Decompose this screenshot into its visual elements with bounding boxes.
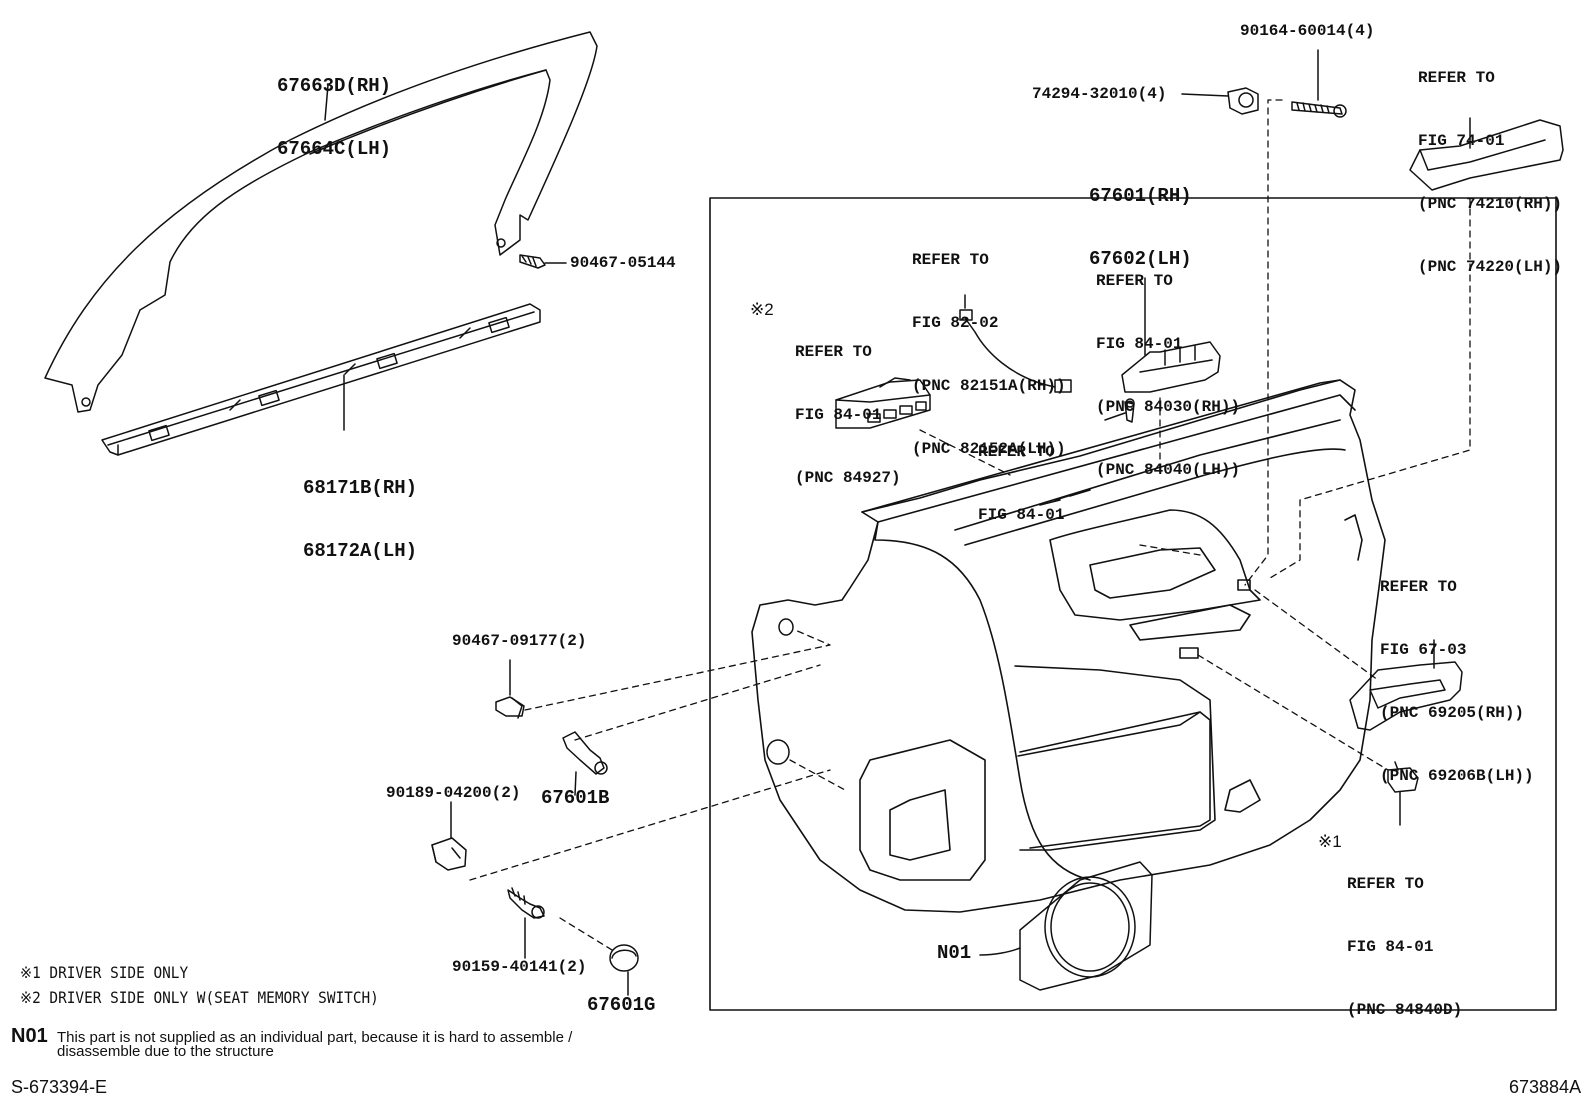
ref-fig-74-01: REFER TO FIG 74-01 (PNC 74210(RH)) (PNC … bbox=[1418, 26, 1562, 299]
ref-84927-line1: REFER TO bbox=[795, 343, 872, 361]
ref-84b-line1: REFER TO bbox=[978, 443, 1055, 461]
ref-74-line2: FIG 74-01 bbox=[1418, 132, 1505, 150]
label-n01: N01 bbox=[937, 942, 972, 964]
ref-fig-67-03: REFER TO FIG 67-03 (PNC 69205(RH)) (PNC … bbox=[1380, 535, 1534, 808]
label-90159-40141: 90159-40141(2) bbox=[452, 958, 587, 976]
inside-handle bbox=[1349, 639, 1463, 731]
label-67663-rh: 67663D(RH) bbox=[277, 75, 392, 97]
label-67601-rh: 67601(RH) bbox=[1089, 185, 1192, 207]
label-74294: 74294-32010(4) bbox=[1032, 85, 1167, 103]
label-67663: 67663D(RH) 67664C(LH) bbox=[277, 34, 391, 181]
ref-82-line1: REFER TO bbox=[912, 251, 989, 269]
ref-fig-82-02: REFER TO FIG 82-02 (PNC 82151A(RH)) (PNC… bbox=[912, 208, 1066, 481]
assist-grip bbox=[1409, 117, 1564, 191]
courtesy-lamp-wire bbox=[959, 294, 1072, 393]
switch-base-84840d bbox=[1387, 761, 1419, 826]
nut-74294 bbox=[1181, 87, 1259, 115]
ref-84927-line2: FIG 84-01 bbox=[795, 406, 882, 424]
clip-90467-09177 bbox=[495, 659, 525, 719]
ref-82-line2: FIG 82-02 bbox=[912, 314, 999, 332]
clip-90467-05144 bbox=[519, 254, 567, 269]
ref-84840-line3: (PNC 84840D) bbox=[1347, 1001, 1463, 1019]
door-trim-board bbox=[751, 379, 1386, 913]
run-channel bbox=[101, 303, 541, 456]
screw-90164 bbox=[1291, 49, 1347, 118]
ref-74-line3: (PNC 74210(RH)) bbox=[1418, 195, 1563, 213]
ref-84840-line1: REFER TO bbox=[1347, 875, 1424, 893]
clip-hole-upper bbox=[778, 618, 794, 636]
clip-hole-lower bbox=[766, 739, 790, 765]
screw-refer-84-01 bbox=[1104, 398, 1135, 423]
ref-84927-line3: (PNC 84927) bbox=[795, 469, 901, 487]
seat-memory-switch bbox=[835, 377, 931, 429]
label-67601g: 67601G bbox=[587, 994, 656, 1016]
cap-67601g bbox=[609, 944, 639, 996]
ref-84a-line1: REFER TO bbox=[1096, 272, 1173, 290]
ref-fig-84-01-switch: REFER TO FIG 84-01 (PNC 84030(RH)) (PNC … bbox=[1096, 229, 1240, 502]
label-90164: 90164-60014(4) bbox=[1240, 22, 1375, 40]
ref-67-line3: (PNC 69205(RH)) bbox=[1380, 704, 1525, 722]
ref-67-line1: REFER TO bbox=[1380, 578, 1457, 596]
ref-67-line2: FIG 67-03 bbox=[1380, 641, 1467, 659]
mark-1: ※1 bbox=[1318, 832, 1342, 851]
ref-74-line1: REFER TO bbox=[1418, 69, 1495, 87]
note-driver-side: ※1 DRIVER SIDE ONLY bbox=[20, 963, 189, 982]
ref-67-line4: (PNC 69206B(LH)) bbox=[1380, 767, 1534, 785]
ref-84840-line2: FIG 84-01 bbox=[1347, 938, 1434, 956]
window-frame-moulding bbox=[44, 31, 598, 413]
clip-90189-04200 bbox=[431, 801, 467, 871]
label-67601b: 67601B bbox=[541, 787, 610, 809]
ref-fig-84-01-memory: REFER TO FIG 84-01 (PNC 84927) bbox=[795, 300, 901, 510]
ref-82-line3: (PNC 82151A(RH)) bbox=[912, 377, 1066, 395]
n01-code: N01 bbox=[11, 1025, 48, 1047]
label-90467-09177: 90467-09177(2) bbox=[452, 632, 587, 650]
clip-67601b bbox=[562, 731, 608, 796]
speaker-grille-n01 bbox=[979, 861, 1153, 991]
note-driver-memory: ※2 DRIVER SIDE ONLY W(SEAT MEMORY SWITCH… bbox=[20, 988, 379, 1007]
label-67601: 67601(RH) 67602(LH) bbox=[1089, 144, 1192, 291]
assembly-frame bbox=[709, 197, 1557, 1011]
label-90467-05144: 90467-05144 bbox=[570, 254, 676, 272]
screw-90159-40141 bbox=[507, 887, 545, 959]
label-68172-lh: 68172A(LH) bbox=[303, 540, 418, 562]
footer-right-code: 673884A bbox=[1509, 1077, 1582, 1097]
n01-note-line2: disassemble due to the structure bbox=[57, 1043, 274, 1060]
leader bbox=[324, 84, 329, 121]
ref-84b-line2: FIG 84-01 bbox=[978, 506, 1065, 524]
label-67602-lh: 67602(LH) bbox=[1089, 248, 1192, 270]
ref-74-line4: (PNC 74220(LH)) bbox=[1418, 258, 1563, 276]
ref-fig-84-01-base: REFER TO FIG 84-01 (PNC 84840D) bbox=[1347, 832, 1462, 1042]
label-67664-lh: 67664C(LH) bbox=[277, 138, 392, 160]
n01-note-line1: This part is not supplied as an individu… bbox=[57, 1029, 573, 1046]
ref-84a-line4: (PNC 84040(LH)) bbox=[1096, 461, 1241, 479]
label-68171-rh: 68171B(RH) bbox=[303, 477, 418, 499]
install-lines bbox=[469, 99, 1471, 951]
ref-82-line4: (PNC 82152A(LH)) bbox=[912, 440, 1066, 458]
mark-2: ※2 bbox=[750, 300, 774, 319]
label-68171: 68171B(RH) 68172A(LH) bbox=[303, 436, 417, 583]
power-window-switch bbox=[1121, 277, 1221, 393]
label-90189-04200: 90189-04200(2) bbox=[386, 784, 521, 802]
ref-fig-84-01-screw: REFER TO FIG 84-01 bbox=[978, 400, 1064, 547]
ref-84a-line3: (PNC 84030(RH)) bbox=[1096, 398, 1241, 416]
footer-left-code: S-673394-E bbox=[11, 1077, 108, 1097]
ref-84a-line2: FIG 84-01 bbox=[1096, 335, 1183, 353]
